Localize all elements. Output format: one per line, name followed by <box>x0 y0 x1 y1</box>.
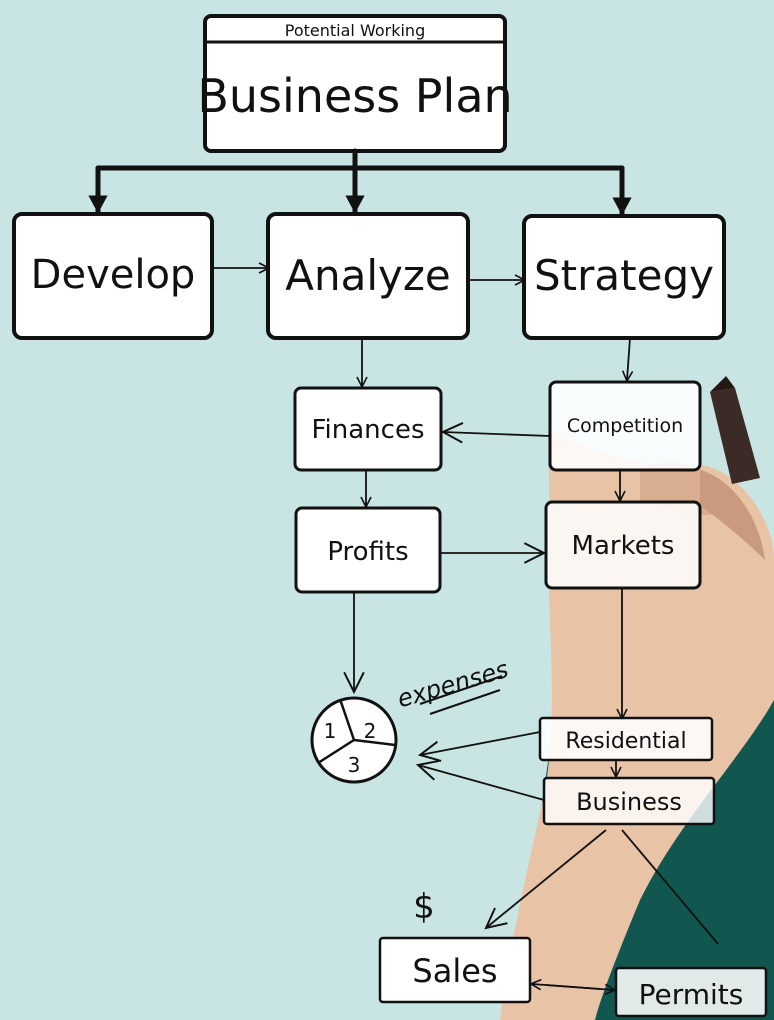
node-permits: Permits <box>614 966 768 1018</box>
node-business-label: Business <box>576 788 682 816</box>
node-develop-label: Develop <box>31 252 196 298</box>
node-finances: Finances <box>293 386 443 472</box>
sales-permits-arrow <box>532 984 614 990</box>
node-profits-label: Profits <box>327 537 408 567</box>
marker-tip <box>710 376 735 392</box>
marker-pen <box>710 388 760 484</box>
node-analyze-label: Analyze <box>285 251 451 300</box>
middle-arrows <box>354 337 630 718</box>
node-analyze: Analyze <box>266 212 470 340</box>
header-subtitle: Potential Working <box>285 21 425 40</box>
hand-holding-marker-icon <box>500 376 774 1020</box>
expenses-label: expenses <box>394 655 511 713</box>
header-box: Potential Working Business Plan <box>197 14 513 153</box>
node-strategy: Strategy <box>522 214 726 340</box>
node-residential-label: Residential <box>565 729 686 754</box>
node-sales-label: Sales <box>412 952 497 990</box>
node-markets-label: Markets <box>572 531 675 561</box>
node-competition-label: Competition <box>567 415 683 437</box>
header-title: Business Plan <box>197 69 512 123</box>
expenses-annotation: expenses <box>394 655 511 715</box>
knuckle-shadow <box>700 470 765 560</box>
pie-label-3: 3 <box>348 753 361 777</box>
node-residential: Residential <box>538 716 714 762</box>
node-markets: Markets <box>544 500 702 590</box>
node-finances-label: Finances <box>311 415 424 445</box>
lower-arrows <box>418 731 719 945</box>
dollar-sign: $ <box>413 887 435 927</box>
pie-chart-icon: 1 2 3 <box>310 696 398 784</box>
pie-label-2: 2 <box>364 719 377 743</box>
header-connectors <box>88 148 632 217</box>
node-competition: Competition <box>548 380 702 472</box>
pie-label-1: 1 <box>324 719 337 743</box>
node-strategy-label: Strategy <box>534 251 714 300</box>
node-profits: Profits <box>294 506 442 594</box>
node-develop: Develop <box>12 212 214 340</box>
node-business: Business <box>542 776 716 826</box>
node-sales: Sales <box>378 936 532 1004</box>
level2-arrows <box>212 268 524 280</box>
node-permits-label: Permits <box>639 978 744 1011</box>
